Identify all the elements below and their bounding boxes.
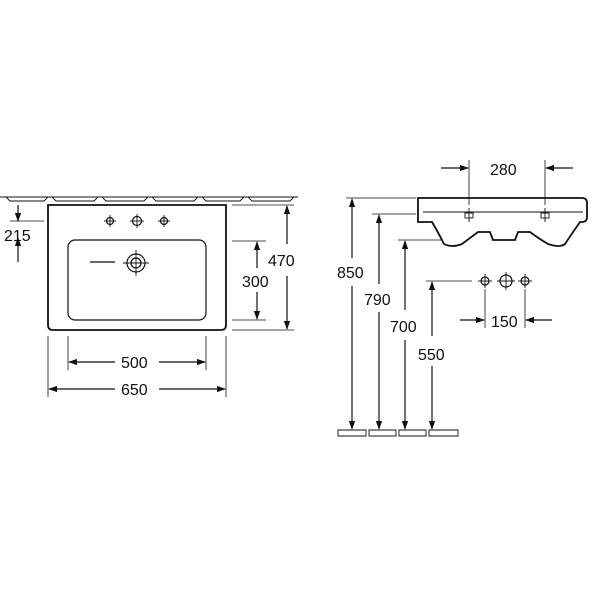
dim-550-label: 550 [418, 347, 445, 364]
fitting-icon [478, 274, 492, 288]
tap-hole-icon [158, 215, 170, 227]
dim-650-label: 650 [121, 382, 148, 399]
dim-500-label: 500 [121, 355, 148, 372]
dim-700-label: 700 [390, 319, 417, 336]
dim-215-label: 215 [4, 228, 31, 245]
floor-line [337, 429, 459, 437]
dim-470: 470 [232, 204, 295, 331]
fitting-icon [497, 272, 515, 290]
tap-hole-icon [104, 215, 116, 227]
dim-150: 150 [460, 289, 552, 331]
basin-outline [47, 204, 227, 331]
drain-icon [123, 250, 149, 276]
dim-850-label: 850 [337, 265, 364, 282]
dim-280: 280 [441, 160, 573, 205]
side-tap-hole-icon [540, 208, 550, 222]
dim-700: 700 [390, 239, 442, 430]
basin-side-profile [417, 197, 588, 247]
dim-300: 300 [232, 240, 269, 321]
dim-300-label: 300 [242, 274, 269, 291]
dim-150-label: 150 [491, 314, 518, 331]
dim-215: 215 [4, 205, 44, 262]
tap-hole-icon [130, 214, 144, 228]
wall-line [0, 196, 298, 202]
side-view: 280 850 790 700 [337, 160, 588, 437]
bowl-outline [67, 239, 207, 321]
dim-850: 850 [337, 197, 416, 430]
dim-470-label: 470 [268, 253, 295, 270]
dim-790-label: 790 [364, 292, 391, 309]
front-view: 215 470 300 500 [0, 196, 298, 399]
dim-790: 790 [364, 213, 416, 430]
side-tap-hole-icon [464, 208, 474, 222]
dim-500: 500 [67, 336, 207, 372]
dim-650: 650 [47, 336, 227, 399]
dim-280-label: 280 [490, 162, 517, 179]
dim-550: 550 [418, 280, 472, 430]
fitting-icon [518, 274, 532, 288]
